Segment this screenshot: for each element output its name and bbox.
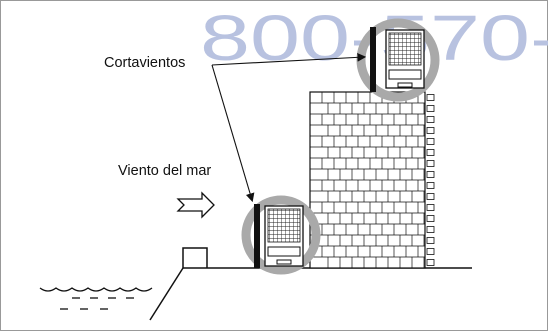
shoreline-slope [149, 267, 184, 321]
seawall [182, 247, 208, 268]
building-floors [310, 92, 425, 269]
sea-wind-label: Viento del mar [118, 163, 211, 179]
windbreak-label: Cortavientos [104, 55, 185, 71]
ground-unit-halo [241, 195, 321, 275]
outdoor-unit-icon [264, 205, 304, 267]
outdoor-unit-icon [385, 29, 425, 89]
building [309, 91, 435, 269]
windbreak-icon [254, 204, 260, 268]
wind-arrow-icon [176, 191, 215, 219]
windbreak-icon [370, 27, 376, 92]
leader-line-roof [211, 52, 367, 66]
water-icon [39, 287, 153, 310]
building-side-windows [426, 94, 435, 266]
leader-line-ground [211, 64, 255, 203]
